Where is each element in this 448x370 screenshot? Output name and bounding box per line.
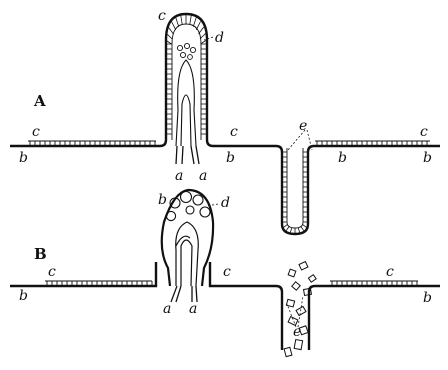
crypt-cell-line — [302, 224, 307, 228]
panel-b: B — [10, 190, 440, 357]
villus-cell-line — [190, 15, 192, 25]
letter-a-a-left: a — [175, 168, 183, 184]
villus-cell-line — [199, 27, 204, 34]
letter-b-c-right: c — [386, 264, 394, 280]
panel-label-a: A — [33, 92, 46, 110]
villus-cell-line — [196, 22, 200, 30]
crypt-cell-line — [298, 228, 300, 234]
letter-a-b-right: b — [423, 150, 432, 166]
panel-a-crypt — [282, 148, 308, 234]
panel-label-b: B — [34, 245, 47, 263]
villus-cell-line — [193, 17, 196, 26]
letter-a-c-right: c — [420, 124, 428, 140]
letter-b-a-right: a — [189, 301, 197, 317]
letter-a-b-left: b — [19, 150, 28, 166]
letter-b-e: e — [293, 324, 301, 340]
crypt-cell-line — [283, 224, 288, 228]
letter-a-c-tip: c — [158, 8, 166, 24]
panel-a-pointers — [204, 37, 312, 150]
letter-a-b-right-mid: b — [338, 150, 347, 166]
letter-b-c-left: c — [48, 264, 56, 280]
letter-b-a-left: a — [163, 301, 171, 317]
crypt-cell-line — [286, 226, 290, 231]
villus-cell-line — [176, 17, 179, 26]
letter-b-b-villus: b — [158, 192, 167, 208]
villus-cell-line — [168, 27, 173, 34]
letter-a-a-right: a — [199, 168, 207, 184]
letter-b-d: d — [221, 195, 230, 211]
villus-cell-line — [181, 15, 183, 25]
letter-b-c-mid: c — [223, 264, 231, 280]
letter-a-c-left: c — [32, 124, 40, 140]
letter-a-d: d — [215, 30, 224, 46]
villus-cell-line — [200, 33, 206, 39]
crypt-cell-line — [301, 226, 305, 231]
letter-b-b-right: b — [423, 290, 432, 306]
letter-b-b-left: b — [19, 288, 28, 304]
panel-b-villus — [162, 190, 213, 302]
letter-a-c-mid: c — [230, 124, 238, 140]
letter-a-e: e — [299, 118, 307, 134]
crypt-cell-line — [290, 228, 292, 234]
panel-a-villus — [166, 14, 208, 164]
letter-a-b-mid: b — [226, 150, 235, 166]
panel-b-pointers — [207, 204, 303, 327]
panel-b-crypt — [284, 262, 316, 357]
villus-cell-line — [172, 22, 176, 30]
